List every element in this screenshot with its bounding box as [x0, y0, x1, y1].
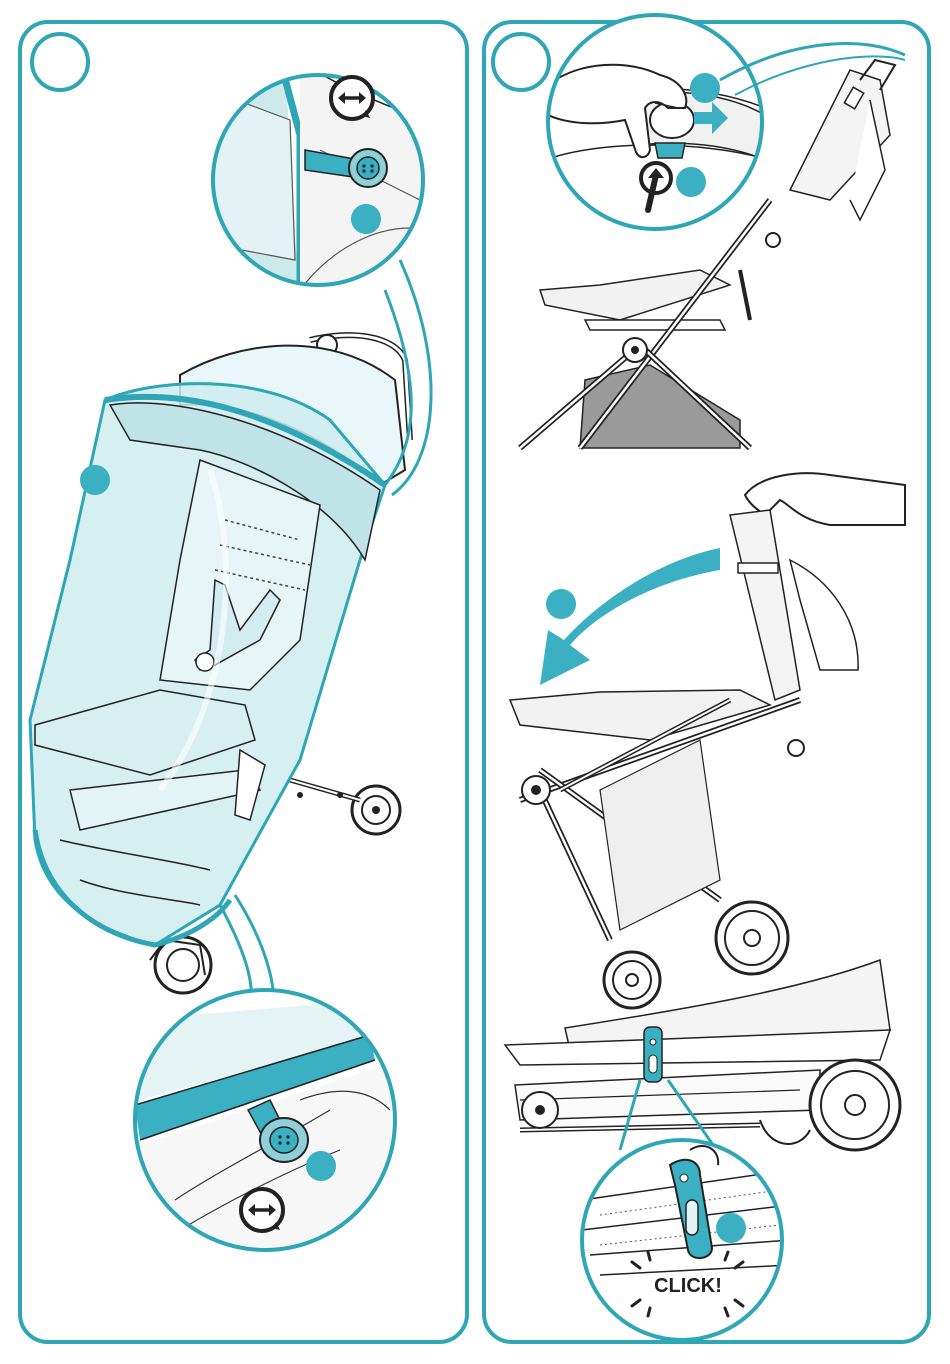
marker-fold — [546, 589, 576, 619]
stroller-folded — [505, 960, 900, 1150]
step-circle-right — [493, 34, 549, 90]
rotate-arrows-icon — [241, 1189, 283, 1231]
zoom-top-right — [545, 15, 770, 229]
marker-slide — [690, 73, 720, 103]
zoom-bottom-left — [130, 990, 400, 1260]
marker-button-top — [351, 204, 381, 234]
marker-net — [80, 465, 110, 495]
marker-push — [676, 167, 706, 197]
zoom-bottom-right: CLICK! — [582, 1140, 790, 1340]
marker-button-bottom — [306, 1151, 336, 1181]
rotate-arrows-icon — [331, 77, 373, 119]
stroller-with-net — [30, 335, 410, 993]
marker-latch — [716, 1213, 746, 1243]
zoom-top-left — [200, 60, 450, 320]
step-circle-left — [32, 34, 88, 90]
click-label: CLICK! — [654, 1275, 722, 1297]
